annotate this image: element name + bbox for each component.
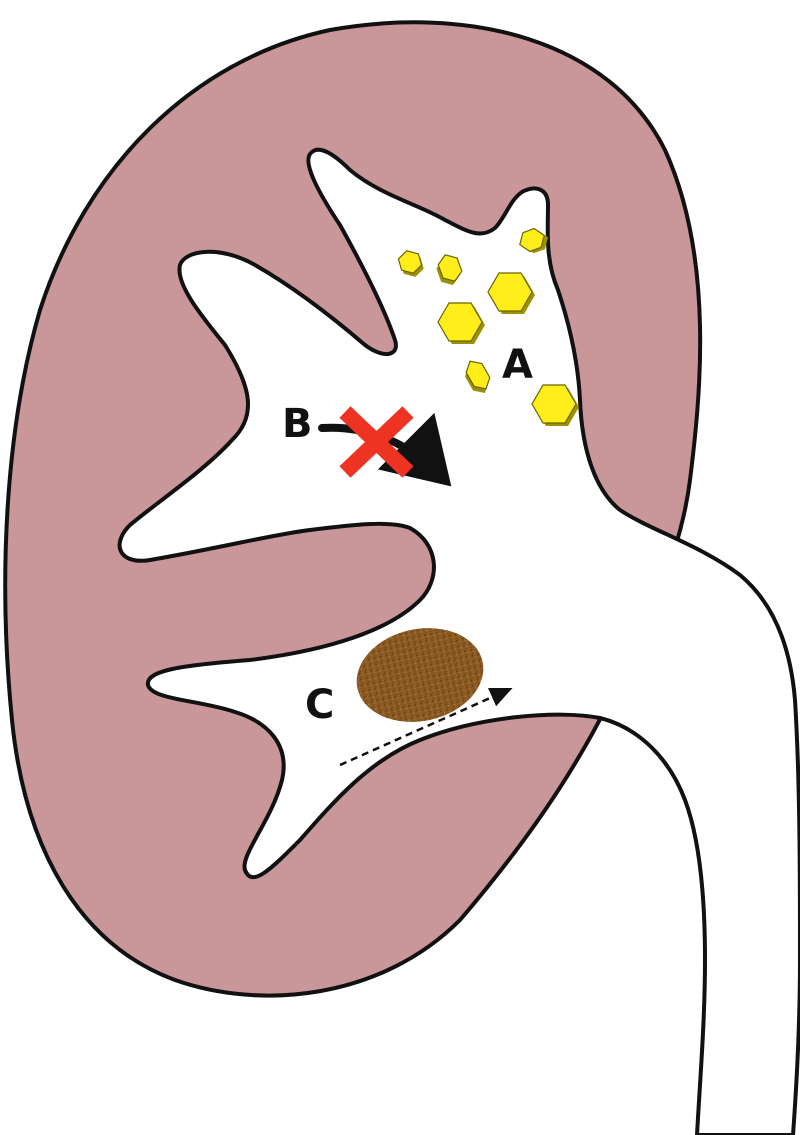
label-c: C [305,682,334,728]
label-b: B [282,401,313,447]
label-a: A [502,342,533,388]
